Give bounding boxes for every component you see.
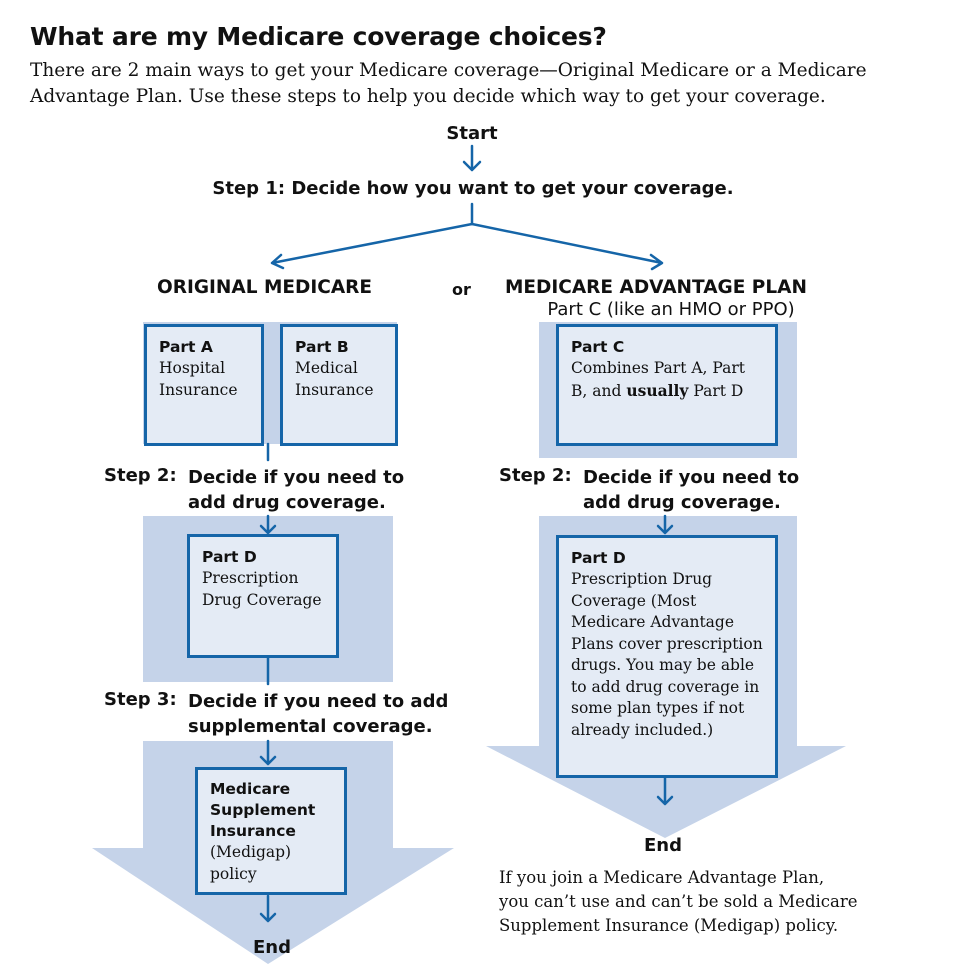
step2-right-number: Step 2:: [499, 465, 572, 486]
medicare-advantage-heading: MEDICARE ADVANTAGE PLAN: [505, 277, 807, 298]
part-d-right-box: Part D Prescription Drug Coverage (Most …: [556, 535, 778, 778]
end-label-left: End: [253, 937, 291, 958]
medigap-body: (Medigap) policy: [210, 843, 292, 883]
step1-label: Step 1: Decide how you want to get your …: [212, 178, 734, 199]
arrow-to-part-d-left: [259, 514, 277, 535]
arrow-to-end-left: [259, 894, 277, 923]
start-label: Start: [446, 123, 498, 144]
step2-left-number: Step 2:: [104, 465, 177, 486]
medigap-note: If you join a Medicare Advantage Plan, y…: [499, 868, 858, 935]
end-label-right: End: [644, 835, 682, 856]
step2-right: Step 2: Decide if you need to add drug c…: [499, 465, 829, 517]
step3-text: Decide if you need to add supplemental c…: [188, 691, 449, 737]
step2-left-text: Decide if you need to add drug coverage.: [188, 467, 405, 513]
medigap-title: Medicare Supplement Insurance: [210, 780, 316, 840]
start-arrow: [462, 144, 482, 172]
step3: Step 3: Decide if you need to add supple…: [104, 689, 484, 741]
step2-right-text: Decide if you need to add drug coverage.: [583, 467, 800, 513]
part-c-body-text: Combines Part A, Part B, and: [571, 359, 746, 400]
part-c-box: Part C Combines Part A, Part B, and usua…: [556, 324, 778, 446]
part-d-left-body: Prescription Drug Coverage: [202, 569, 322, 609]
part-c-body: Combines Part A, Part B, and usually Par…: [571, 358, 751, 402]
split-left-arrow: [270, 222, 474, 270]
original-medicare-heading: ORIGINAL MEDICARE: [157, 277, 373, 298]
arrow-to-end-right: [656, 776, 674, 806]
part-b-body: Medical Insurance: [295, 359, 374, 399]
part-c-title: Part C: [571, 338, 625, 356]
part-d-left-box: Part D Prescription Drug Coverage: [187, 534, 339, 658]
part-a-title: Part A: [159, 338, 213, 356]
medicare-advantage-subheading: Part C (like an HMO or PPO): [547, 299, 795, 320]
medigap-box: Medicare Supplement Insurance (Medigap) …: [195, 767, 347, 895]
part-d-right-title: Part D: [571, 549, 626, 567]
part-b-box: Part B Medical Insurance: [280, 324, 398, 446]
part-d-right-body: Prescription Drug Coverage (Most Medicar…: [571, 570, 763, 739]
step2-left: Step 2: Decide if you need to add drug c…: [104, 465, 434, 517]
intro-text: There are 2 main ways to get your Medica…: [30, 60, 867, 107]
page-title: What are my Medicare coverage choices?: [30, 22, 607, 51]
arrow-to-medigap: [259, 739, 277, 766]
part-d-left-title: Part D: [202, 548, 257, 566]
part-a-box: Part A Hospital Insurance: [144, 324, 264, 446]
part-c-body-usually: usually: [626, 380, 689, 400]
split-right-arrow: [470, 222, 664, 271]
or-label: or: [452, 280, 471, 299]
part-b-title: Part B: [295, 338, 349, 356]
part-c-body-end: Part D: [688, 381, 744, 400]
arrow-to-part-d-right: [656, 514, 674, 535]
step3-number: Step 3:: [104, 689, 177, 710]
part-a-body: Hospital Insurance: [159, 359, 238, 399]
